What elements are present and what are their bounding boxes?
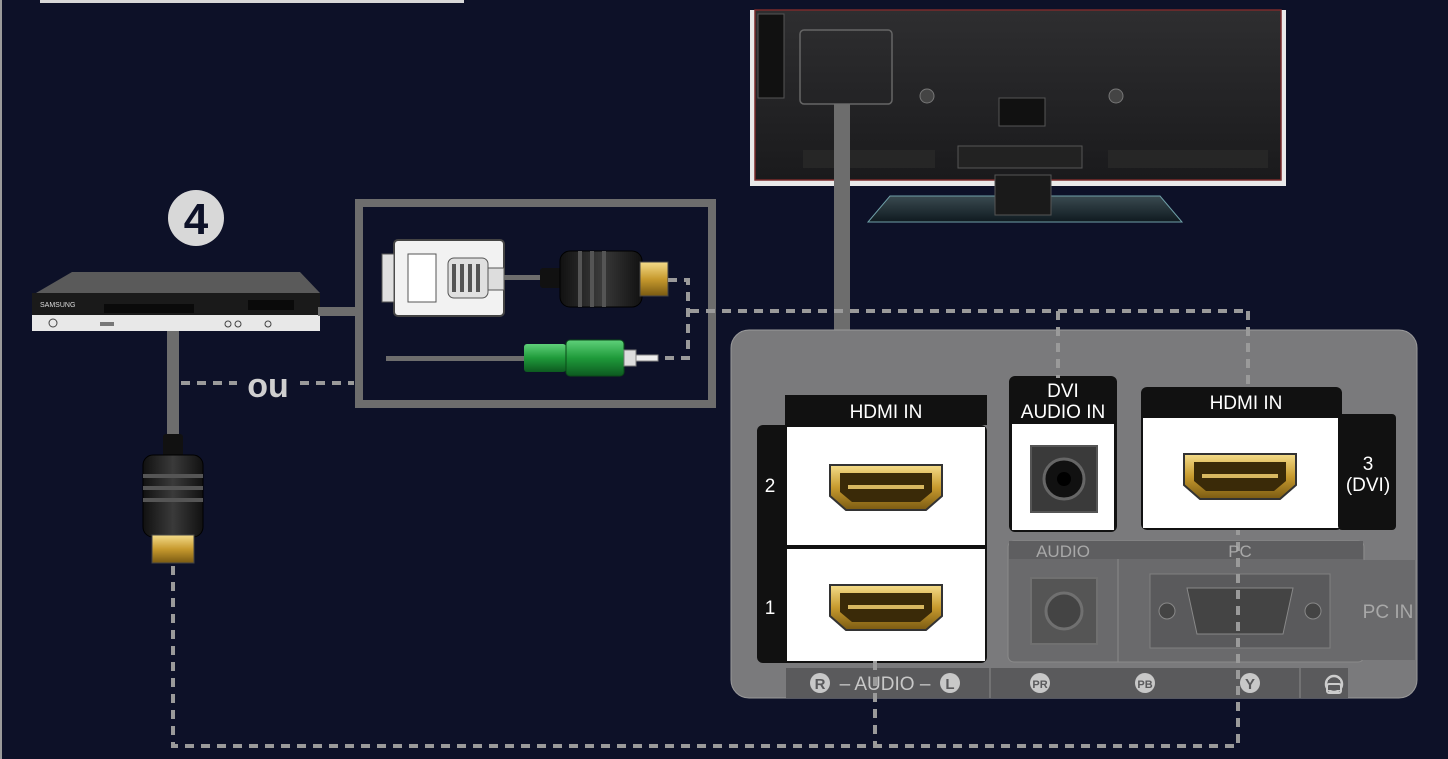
- cable-box: [355, 199, 716, 408]
- dvi-plug: [381, 239, 505, 317]
- dashed-connections: [171, 278, 1250, 748]
- frame-top-bar: [40, 0, 464, 3]
- hdmi-port-2: [829, 464, 943, 511]
- l-label: L: [945, 676, 954, 693]
- step-number: 4: [184, 195, 209, 244]
- dvi-hdmi-cable: [504, 275, 544, 280]
- pr-label: PR: [1032, 679, 1047, 691]
- player-cable-right: [318, 307, 358, 316]
- r-label: R: [815, 676, 826, 693]
- hdmi-port-1: [829, 584, 943, 631]
- dvi-label: DVI: [1047, 381, 1079, 402]
- audio-strip-label: – AUDIO –: [840, 674, 931, 695]
- frame-left-edge: [0, 0, 2, 759]
- y-label: Y: [1245, 676, 1255, 693]
- hdmi-in-left-label: HDMI IN: [850, 402, 923, 423]
- hdmi-plug-horizontal: [540, 250, 669, 308]
- hdmi-in-right-label: HDMI IN: [1210, 393, 1283, 414]
- r-badge: [810, 673, 830, 693]
- l-badge: [940, 673, 960, 693]
- tv-cable: [834, 104, 850, 332]
- port-2-label: 2: [765, 476, 776, 497]
- pb-label: PB: [1137, 679, 1152, 691]
- dvd-player: [32, 272, 320, 331]
- rca-plug-green: [524, 339, 659, 377]
- y-badge: [1240, 673, 1260, 693]
- player-cable-down: [167, 331, 179, 439]
- port-1-label: 1: [765, 598, 776, 619]
- pb-badge: [1135, 673, 1155, 693]
- player-brand: SAMSUNG: [40, 302, 75, 309]
- audio-label: AUDIO: [1036, 542, 1090, 561]
- pc-in-label: PC IN: [1363, 602, 1414, 623]
- dvi-port-label: (DVI): [1346, 475, 1390, 496]
- port-3-label: 3: [1363, 454, 1374, 475]
- tv-back: [750, 9, 1286, 223]
- audio-in-label: AUDIO IN: [1021, 402, 1105, 423]
- or-label: ou: [247, 367, 289, 405]
- hdmi-plug-vertical: [142, 434, 204, 564]
- pr-badge: [1030, 673, 1050, 693]
- hdmi-port-3: [1183, 453, 1297, 500]
- pc-label: PC: [1228, 542, 1252, 561]
- rca-cable: [386, 356, 528, 361]
- step-badge: [168, 190, 224, 246]
